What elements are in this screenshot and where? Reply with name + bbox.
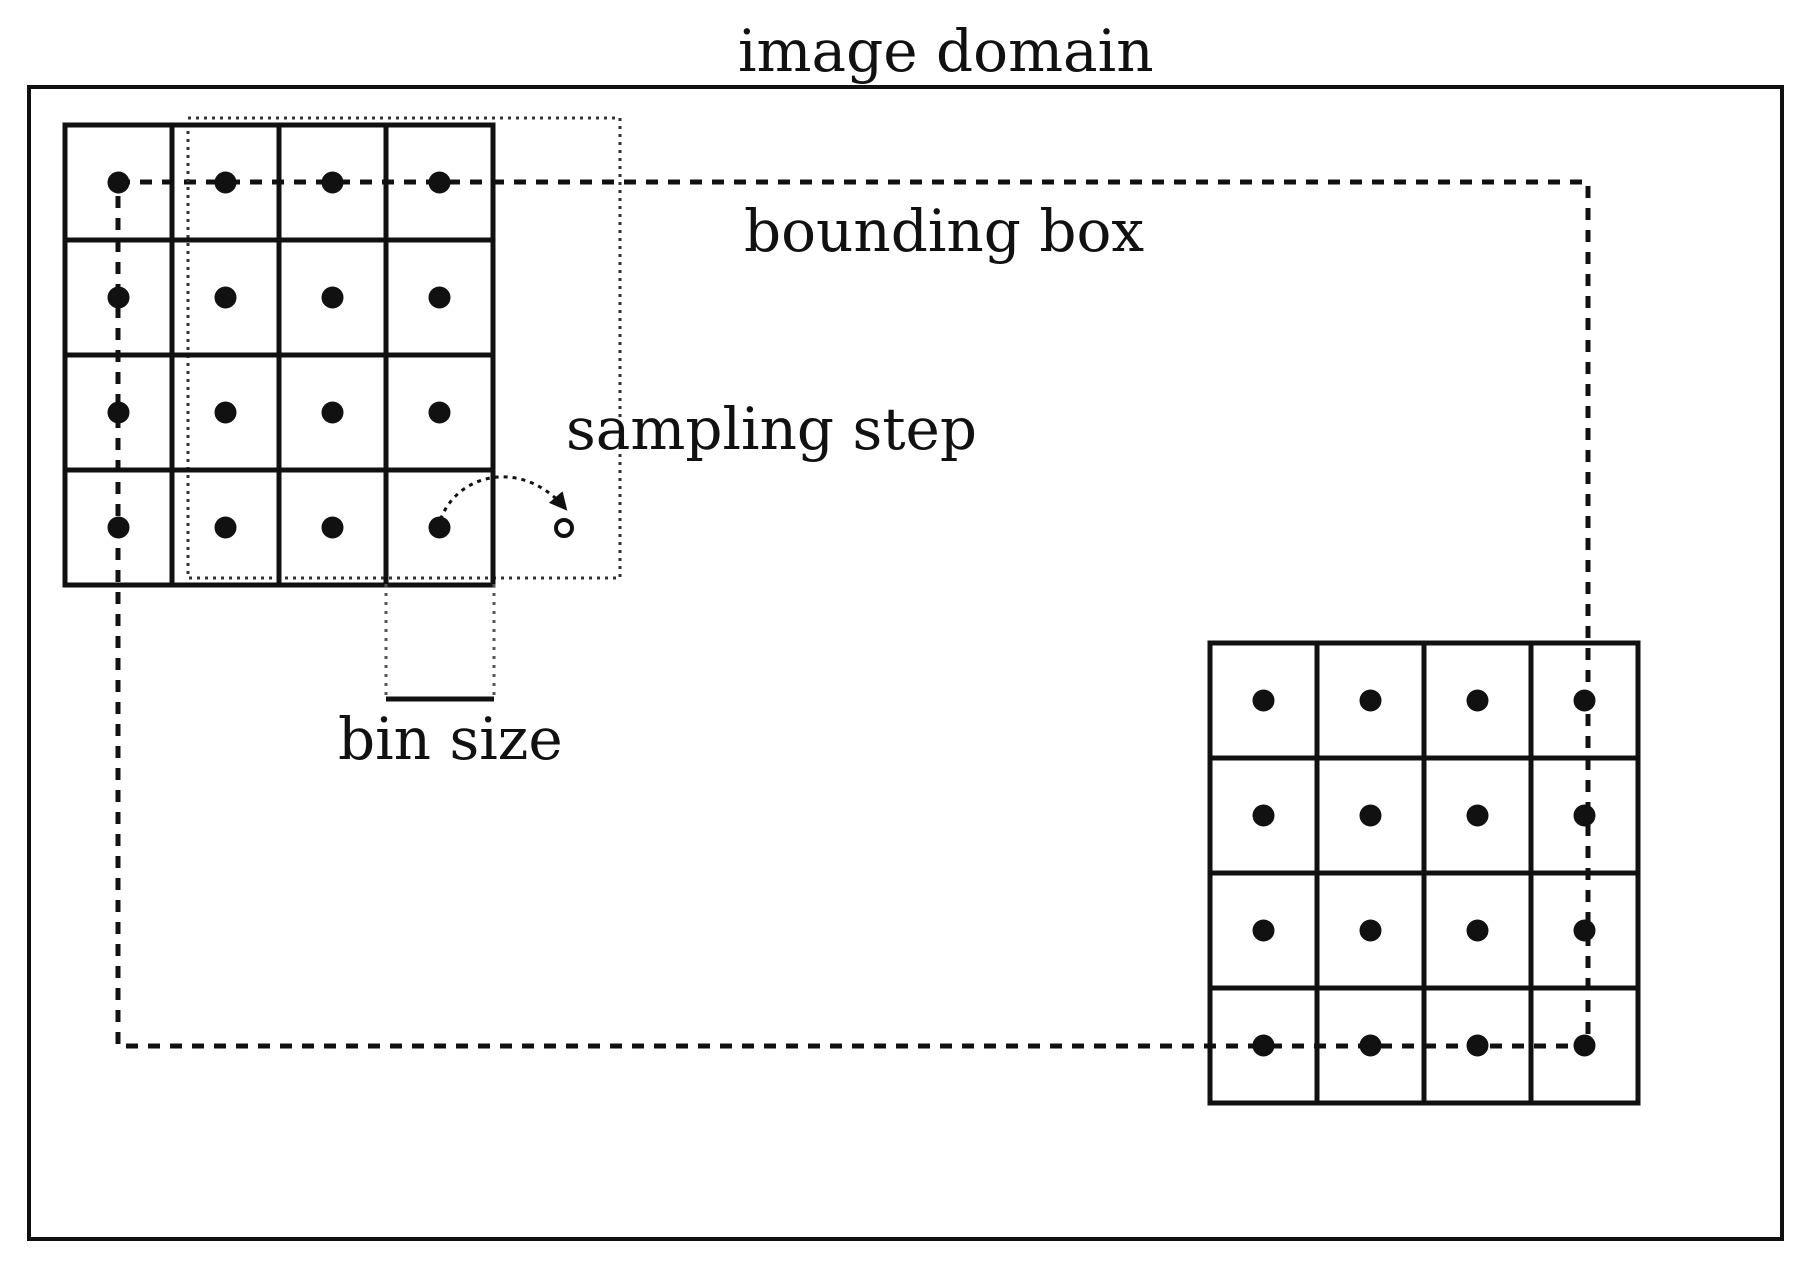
bin-size-label: bin size xyxy=(338,705,563,773)
bottom-right-sample-point xyxy=(1252,919,1275,942)
sampling-window-dotted xyxy=(186,116,622,580)
top-left-sample-point xyxy=(107,401,130,424)
image-domain-frame xyxy=(27,85,1784,1241)
bottom-right-sample-point xyxy=(1573,689,1596,712)
sampling-grid-bottom-right xyxy=(1207,640,1641,1106)
top-left-sample-point xyxy=(214,516,237,539)
next-sample-point xyxy=(554,518,574,538)
top-left-sample-point xyxy=(321,171,344,194)
top-left-sample-point xyxy=(107,516,130,539)
bottom-right-sample-point xyxy=(1252,689,1275,712)
bottom-right-sample-point xyxy=(1573,919,1596,942)
sampling-step-arrow xyxy=(436,475,568,529)
bottom-right-sample-point xyxy=(1359,1034,1382,1057)
top-left-sample-point xyxy=(428,401,451,424)
top-left-bin-cell xyxy=(383,467,496,588)
top-left-sample-point xyxy=(428,286,451,309)
top-left-sample-point xyxy=(428,171,451,194)
image-domain-label: image domain xyxy=(738,17,1154,85)
bottom-right-sample-point xyxy=(1359,919,1382,942)
bottom-right-sample-point xyxy=(1359,804,1382,827)
bottom-right-bin-cell xyxy=(1528,985,1641,1106)
top-left-sample-point xyxy=(214,171,237,194)
sampling-grid-top-left xyxy=(62,122,496,588)
top-left-sample-point xyxy=(214,286,237,309)
top-left-sample-point xyxy=(107,171,130,194)
bounding-box-label: bounding box xyxy=(744,197,1145,265)
bounding-box xyxy=(115,179,1591,1049)
top-left-sample-point xyxy=(321,401,344,424)
bottom-right-sample-point xyxy=(1466,919,1489,942)
sampling-step-label: sampling step xyxy=(566,395,978,463)
bottom-right-sample-point xyxy=(1573,1034,1596,1057)
top-left-sample-point xyxy=(321,286,344,309)
bottom-right-sample-point xyxy=(1466,689,1489,712)
bottom-right-sample-point xyxy=(1466,804,1489,827)
bottom-right-sample-point xyxy=(1252,804,1275,827)
top-left-sample-point xyxy=(107,286,130,309)
bottom-right-sample-point xyxy=(1359,689,1382,712)
bottom-right-sample-point xyxy=(1466,1034,1489,1057)
top-left-sample-point xyxy=(214,401,237,424)
bottom-right-sample-point xyxy=(1573,804,1596,827)
top-left-sample-point xyxy=(321,516,344,539)
bottom-right-sample-point xyxy=(1252,1034,1275,1057)
